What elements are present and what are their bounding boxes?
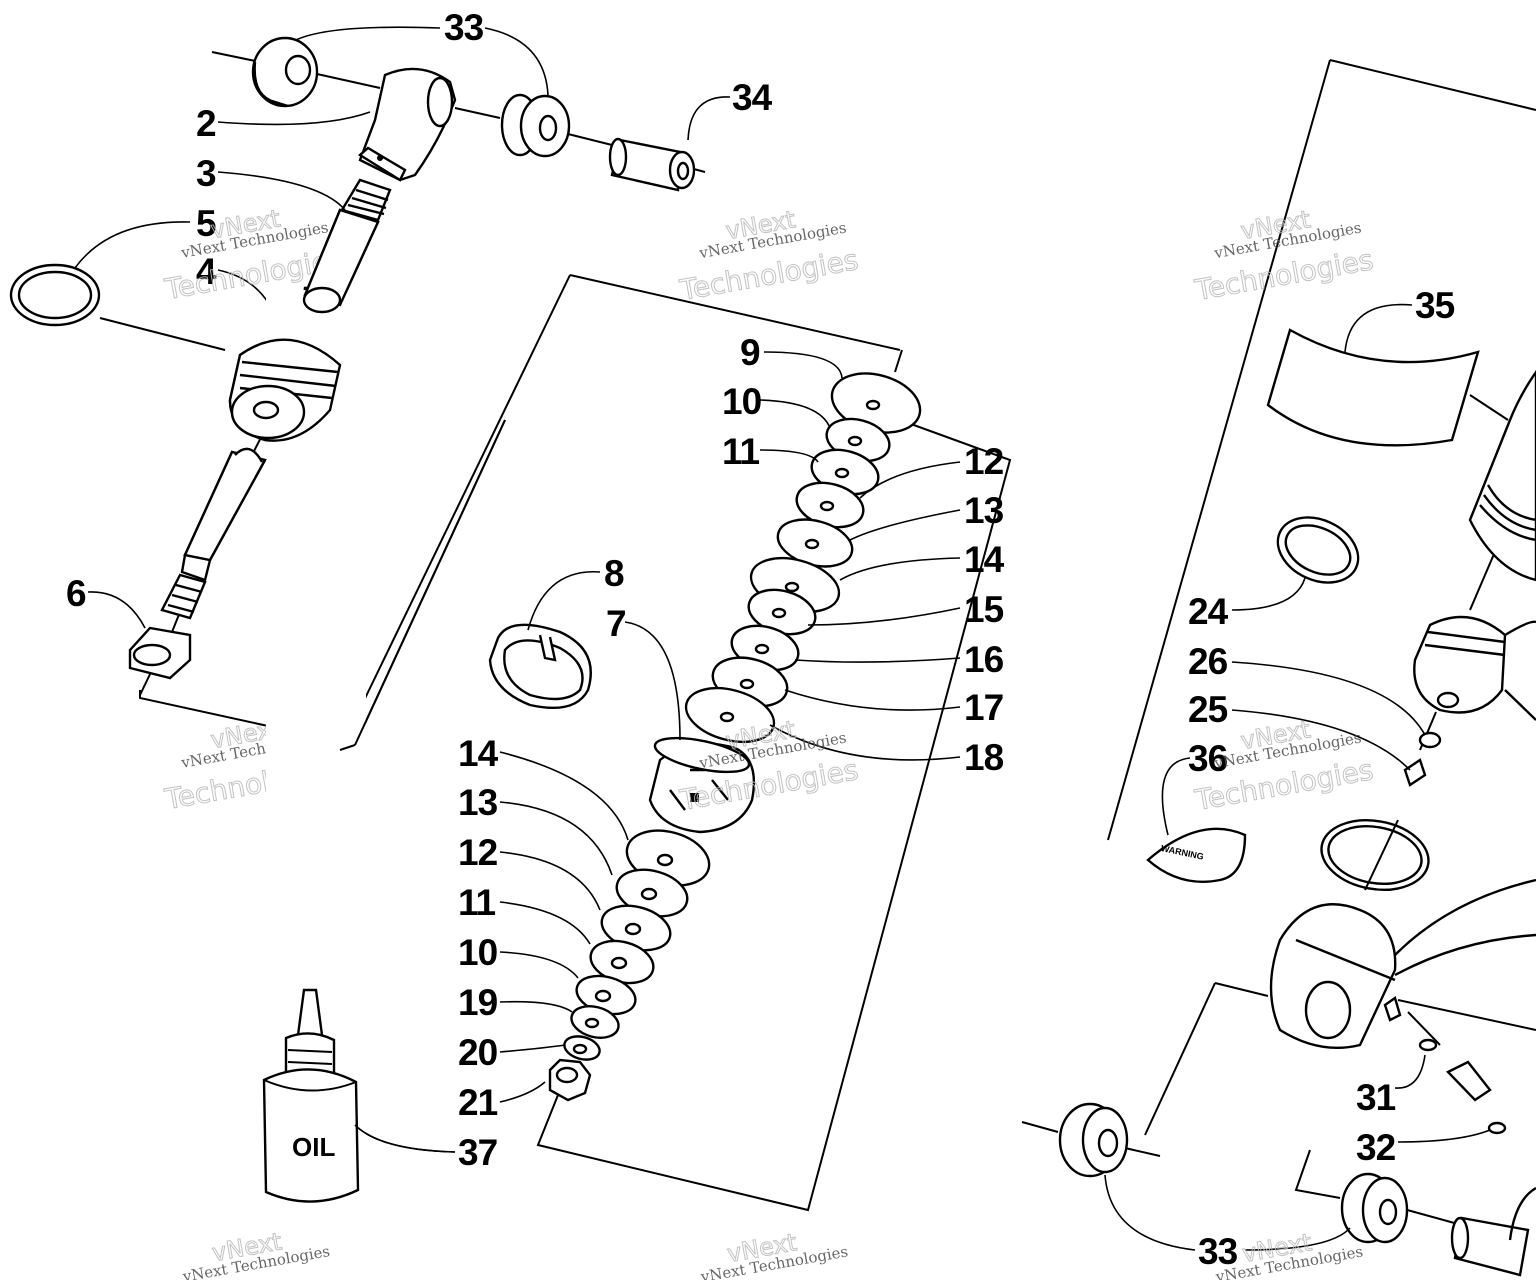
callout-21: 21 — [458, 1082, 498, 1123]
washer-31 — [1418, 1038, 1438, 1052]
callout-33-bottom: 33 — [1198, 1231, 1238, 1272]
callout-10-upper: 10 — [722, 381, 762, 422]
screw-32 — [1487, 1121, 1507, 1135]
warning-decal-36 — [1146, 827, 1247, 883]
valve-core — [1383, 996, 1402, 1022]
frame-left-top — [99, 317, 226, 351]
callout-12-lower: 12 — [458, 832, 498, 873]
frame-center-top — [339, 274, 903, 751]
callout-14-lower: 14 — [458, 733, 499, 774]
oil-bottle-full: OIL — [262, 290, 366, 1215]
frame-right-bottom-2 — [1294, 999, 1536, 1199]
callout-5: 5 — [196, 203, 216, 244]
sleeve-bottom-right — [1450, 1186, 1536, 1277]
bushing-bottom-right — [1340, 1172, 1409, 1244]
frame-right — [1107, 59, 1536, 841]
callout-37: 37 — [458, 1132, 497, 1173]
frame-center — [536, 419, 1012, 1212]
piston-valve-stack — [488, 372, 922, 1102]
callout-19: 19 — [458, 982, 498, 1023]
reservoir-cap — [1413, 615, 1536, 721]
callout-31: 31 — [1356, 1077, 1396, 1118]
piston — [648, 736, 756, 834]
shaft-eyelet — [357, 67, 457, 182]
bushing-bottom-left — [1058, 1102, 1129, 1178]
callout-8: 8 — [604, 553, 624, 594]
bumper-6 — [128, 626, 192, 680]
callout-36: 36 — [1188, 738, 1228, 779]
callout-18: 18 — [964, 737, 1004, 778]
callout-11-lower: 11 — [458, 882, 496, 923]
callout-25: 25 — [1188, 689, 1228, 730]
callout-12-upper: 12 — [964, 441, 1004, 482]
shim-stack-upper — [684, 372, 922, 744]
callout-16: 16 — [964, 639, 1004, 680]
callout-26: 26 — [1188, 641, 1228, 682]
ring-24 — [1276, 516, 1360, 584]
callout-34: 34 — [732, 77, 773, 118]
reservoir-body — [1468, 369, 1536, 582]
oil-bottle-label: OIL — [292, 1132, 335, 1162]
restored-left-parts — [183, 208, 380, 562]
washer-26 — [1418, 731, 1442, 749]
bushing-top-left — [251, 36, 319, 108]
callout-33-top: 33 — [444, 7, 484, 48]
callout-24: 24 — [1188, 591, 1229, 632]
callout-6: 6 — [66, 573, 86, 614]
callout-13-upper: 13 — [964, 490, 1004, 531]
o-ring-5 — [9, 263, 101, 327]
callout-32: 32 — [1356, 1127, 1396, 1168]
callout-7: 7 — [606, 603, 626, 644]
callout-17: 17 — [964, 687, 1003, 728]
callout-3: 3 — [196, 153, 216, 194]
fitting-31 — [1446, 1060, 1492, 1102]
callout-11-upper: 11 — [722, 431, 760, 472]
screw-25 — [1403, 758, 1427, 787]
o-ring-large — [1320, 819, 1430, 891]
callout-15: 15 — [964, 589, 1004, 630]
shock-body-eyelet — [1269, 878, 1536, 1050]
callout-9: 9 — [740, 332, 760, 373]
sleeve-34 — [608, 137, 696, 192]
callout-13-lower: 13 — [458, 782, 498, 823]
callout-14-upper: 14 — [964, 539, 1005, 580]
leader-lines — [74, 26, 1491, 1251]
piston-ring — [488, 623, 592, 709]
right-assembly: WARNING — [1058, 328, 1536, 1277]
callout-labels: 33 34 2 3 5 4 6 9 10 11 12 13 14 15 16 1… — [66, 7, 1456, 1272]
callout-2: 2 — [196, 103, 216, 144]
callout-10-lower: 10 — [458, 932, 498, 973]
decal-35 — [1266, 328, 1480, 447]
callout-20: 20 — [458, 1032, 498, 1073]
shim-stack-lower — [548, 829, 711, 1102]
callout-35: 35 — [1415, 285, 1455, 326]
bushing-top-middle — [500, 93, 571, 158]
callout-4: 4 — [196, 251, 217, 292]
frame-right-bottom — [1144, 982, 1269, 1136]
